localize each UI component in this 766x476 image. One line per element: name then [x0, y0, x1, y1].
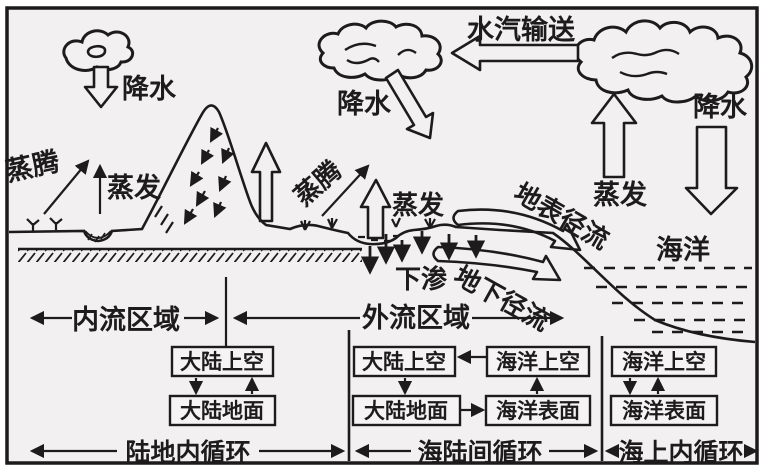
exterior-region-label: 外流区域 — [362, 303, 470, 334]
transpiration-arrow-left — [43, 159, 90, 215]
region-span-lines — [29, 277, 565, 347]
box-ocean-sky-2 — [610, 345, 718, 378]
evaporation-arrow-right — [590, 92, 638, 179]
precipitation-middle-label: 降水 — [337, 89, 392, 120]
box-continent-sky-1 — [170, 345, 275, 378]
evaporation-left-label: 蒸发 — [107, 172, 161, 204]
box-ocean-sky-1 — [485, 345, 591, 378]
box-continent-surface-2 — [351, 394, 462, 427]
box-continent-sky-2 — [352, 345, 457, 378]
water-vapor-transport-label: 水汽输送 — [467, 14, 575, 46]
precipitation-arrow-left — [83, 65, 119, 109]
box-continent-surface-1 — [168, 394, 277, 427]
precipitation-right-label: 降水 — [693, 92, 748, 123]
continent-surface-1-label: 大陆地面 — [180, 399, 264, 423]
precipitation-left-label: 降水 — [122, 74, 177, 105]
impermeable-layer-hatch — [18, 250, 362, 262]
pond-hatch — [87, 232, 106, 243]
ocean-surface-2-label: 海洋表面 — [622, 399, 706, 423]
box-ocean-surface-1 — [484, 394, 592, 427]
infiltration-arrows — [360, 231, 486, 275]
surface-runoff-arrow — [452, 208, 582, 252]
stream-water-dashes — [358, 234, 399, 243]
evaporation-right-label: 蒸发 — [593, 179, 647, 211]
sea-internal-cycle-label: 海上内循环 — [618, 438, 743, 467]
ocean-label: 海洋 — [656, 234, 710, 266]
box-ocean-surface-2 — [609, 394, 719, 427]
continent-surface-2-label: 大陆地面 — [364, 399, 448, 423]
precipitation-arrow-middle — [384, 68, 435, 140]
inland-region-label: 内流区域 — [72, 305, 180, 336]
cloud-middle-icon — [317, 19, 443, 82]
land-internal-cycle-label: 陆地内循环 — [125, 438, 250, 467]
infiltration-label: 下渗 — [395, 264, 448, 295]
continent-sky-1-label: 大陆上空 — [180, 350, 264, 374]
transpiration-arrow-middle — [321, 164, 370, 217]
ocean-surface-1-label: 海洋表面 — [496, 399, 580, 423]
water-vapor-transport-arrow — [450, 34, 580, 72]
ocean-sky-1-label: 海洋上空 — [496, 350, 580, 374]
updraft-arrow-mountain — [250, 141, 282, 223]
ocean-sky-2-label: 海洋上空 — [622, 350, 706, 374]
evaporation-middle-label: 蒸发 — [392, 190, 444, 221]
precipitation-arrow-right — [684, 125, 739, 216]
terrain-profile — [8, 104, 756, 344]
flow-boxes — [168, 345, 719, 427]
slope-runoff-arrows — [183, 126, 235, 225]
cloud-right-icon — [574, 19, 754, 104]
vegetation-marks — [26, 205, 436, 234]
sea-water-lines — [584, 266, 752, 334]
underground-runoff-arrow — [432, 245, 562, 282]
flow-box-arrows — [188, 349, 666, 418]
continent-sky-2-label: 大陆上空 — [362, 350, 446, 374]
sea-land-cycle-label: 海陆间循环 — [417, 438, 542, 467]
evaporation-arrow-middle — [359, 178, 392, 240]
